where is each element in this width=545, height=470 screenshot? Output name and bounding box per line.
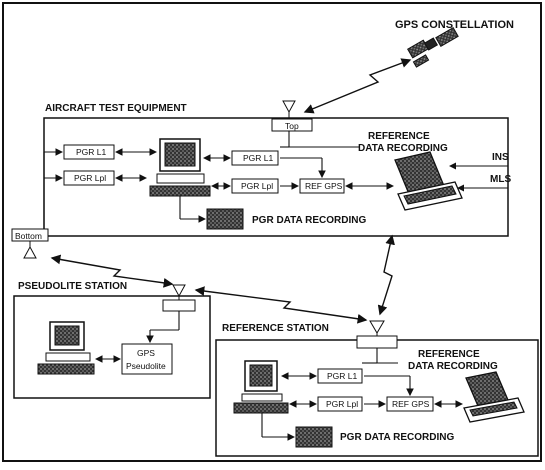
ref-antenna-box <box>356 335 398 349</box>
pseudolite-wiring <box>94 311 180 363</box>
ins-label: INS <box>492 152 509 163</box>
sat-link <box>303 58 412 114</box>
pseudolite-aircraft-link <box>50 254 174 288</box>
aircraft-ref-link <box>377 234 395 316</box>
outer-frame <box>2 2 542 462</box>
ref-pgr-l1-box <box>317 368 363 384</box>
gps-pseudolite-label-2: Pseudolite <box>126 361 166 371</box>
aircraft-test-equipment-label: AIRCRAFT TEST EQUIPMENT <box>45 103 187 114</box>
ref-station-recording-label-2: DATA RECORDING <box>408 361 498 372</box>
mls-label: MLS <box>490 174 511 185</box>
ref-gps-box <box>299 178 345 194</box>
ref-station-wiring <box>261 348 464 441</box>
gps-pseudolite-box <box>121 343 173 375</box>
ref-pgr-lpl-label: PGR Lpl <box>326 399 358 409</box>
gps-constellation-label: GPS CONSTELLATION <box>395 19 514 31</box>
pseudolite-antenna-icon <box>172 284 186 300</box>
ref-pgr-data-recording-label: PGR DATA RECORDING <box>340 432 454 443</box>
ref-pgr-recorder-icon <box>295 426 333 448</box>
pgr-recorder-icon <box>206 208 244 230</box>
top-antenna-box <box>271 118 313 132</box>
ref-station-recording-label-1: REFERENCE <box>418 349 480 360</box>
pgr-lpl-mid-box <box>231 178 279 194</box>
laptop-icon <box>394 151 463 211</box>
pseudolite-station-label: PSEUDOLITE STATION <box>18 281 127 292</box>
pgr-l1-left-box <box>63 144 115 160</box>
ref-pgr-l1-label: PGR L1 <box>327 371 358 381</box>
computer-icon <box>149 138 211 197</box>
ref-antenna-icon <box>369 320 385 336</box>
bottom-antenna-icon <box>23 241 37 259</box>
ref-pgr-lpl-box <box>317 396 363 412</box>
bottom-antenna-label: Bottom <box>15 231 42 241</box>
pgr-l1-mid-label: PGR L1 <box>243 153 274 163</box>
ref-computer-icon <box>233 360 289 414</box>
pgr-lpl-left-label: PGR Lpl <box>74 173 106 183</box>
pgr-l1-left-label: PGR L1 <box>76 147 107 157</box>
ref-recording-label-2: DATA RECORDING <box>358 143 448 154</box>
ref-ref-gps-box <box>386 396 434 412</box>
reference-station-label: REFERENCE STATION <box>222 323 329 334</box>
satellite-icon <box>407 26 459 68</box>
pseudolite-computer-icon <box>37 321 95 375</box>
aircraft-wiring <box>43 131 395 229</box>
pgr-lpl-left-box <box>63 170 115 186</box>
ref-gps-label: REF GPS <box>305 181 343 191</box>
ref-laptop-icon <box>463 371 525 423</box>
pgr-data-recording-label: PGR DATA RECORDING <box>252 215 366 226</box>
top-antenna-label: Top <box>285 121 299 131</box>
pgr-lpl-mid-label: PGR Lpl <box>241 181 273 191</box>
pseudolite-ref-link <box>194 286 368 324</box>
pseudolite-antenna-box <box>162 299 196 312</box>
pseudolite-station-box <box>13 295 211 399</box>
top-antenna-icon <box>282 100 296 118</box>
ref-recording-label-1: REFERENCE <box>368 131 430 142</box>
gps-pseudolite-label-1: GPS <box>137 348 155 358</box>
pgr-l1-mid-box <box>231 150 279 166</box>
ref-ref-gps-label: REF GPS <box>392 399 430 409</box>
